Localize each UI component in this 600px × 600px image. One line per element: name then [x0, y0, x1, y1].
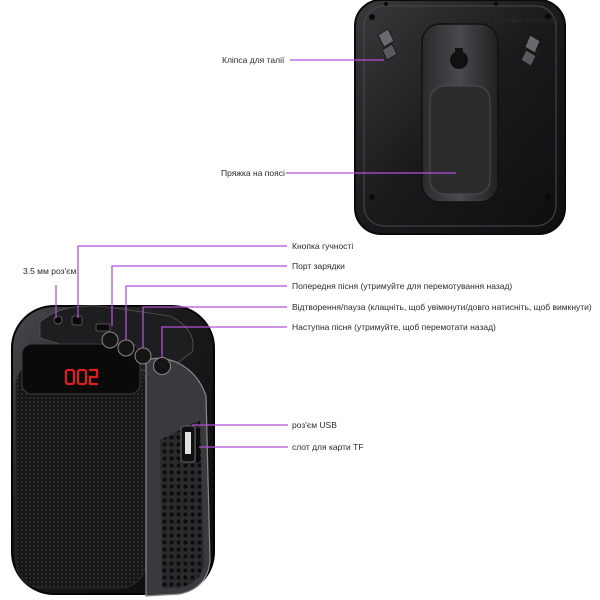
right-hook: [520, 34, 541, 67]
callout-lines: [55, 59, 456, 448]
label-waist-clip: Кліпса для талії: [222, 55, 285, 65]
label-play-pause: Відтворення/пауза (клацніть, щоб увімкну…: [292, 302, 592, 312]
led-display: [64, 368, 99, 386]
label-charging-port: Порт зарядки: [292, 261, 345, 271]
label-tf-slot: слот для карти TF: [292, 442, 364, 452]
label-next-song: Наступна пісня (утримуйте, щоб перемотат…: [292, 322, 496, 332]
left-hook: [377, 28, 398, 61]
back-view: [354, 0, 566, 235]
label-jack-35: 3.5 мм роз'єм: [23, 266, 77, 276]
label-prev-song: Попередня пісня (утримуйте для перемотув…: [292, 281, 513, 291]
label-buckle-top: Пряжка на поясі: [494, 15, 558, 25]
label-volume-button: Кнопка гучності: [292, 241, 354, 251]
top-controls: [53, 315, 171, 375]
label-belt-buckle: Пряжка на поясі: [221, 168, 285, 178]
front-view: [11, 305, 215, 597]
label-usb-port: роз'єм USB: [292, 420, 337, 430]
